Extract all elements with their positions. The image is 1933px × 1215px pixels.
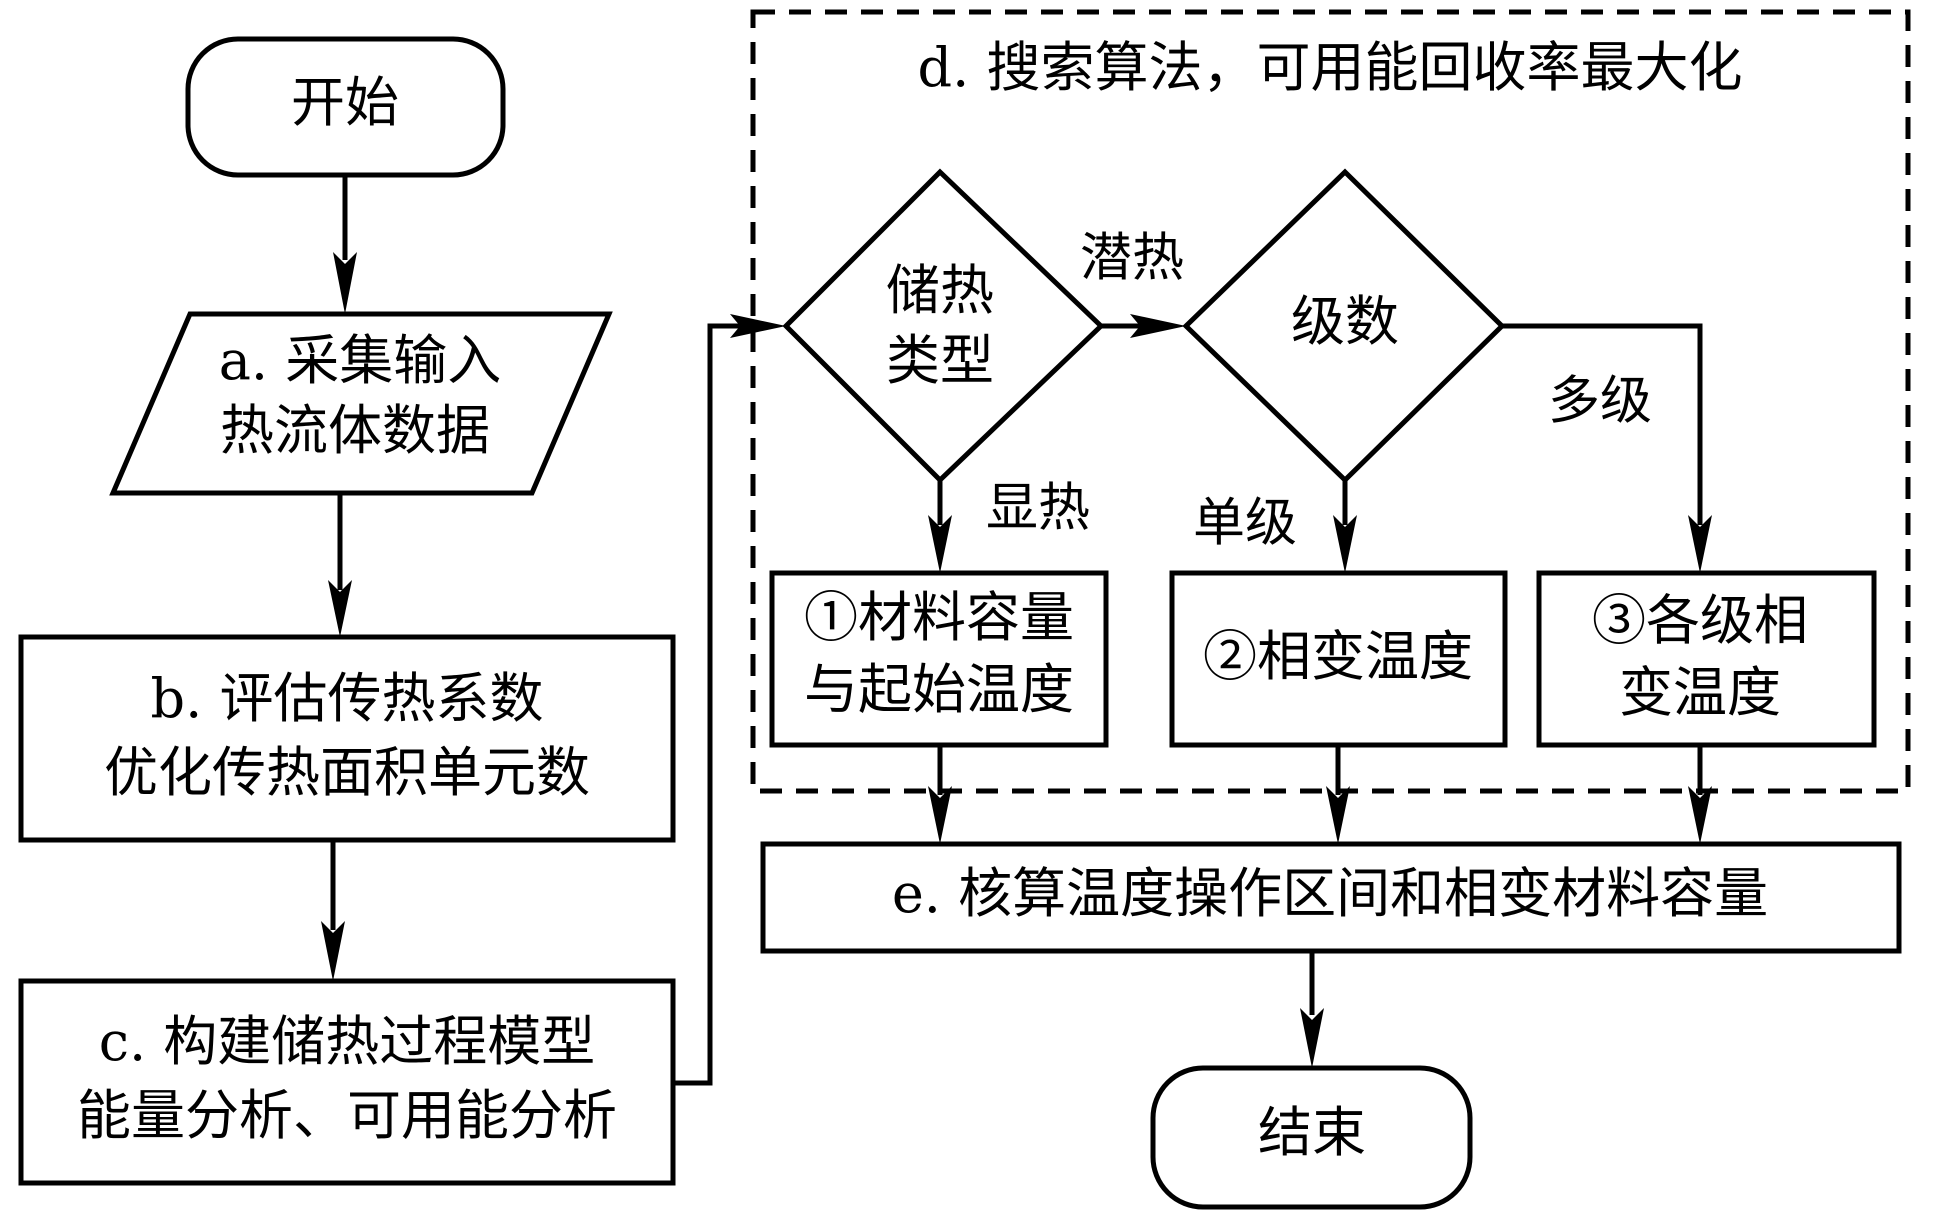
step-b-line1: b. 评估传热系数 <box>151 667 544 730</box>
decision-1-line2: 类型 <box>886 329 994 392</box>
step-a-line2: 热流体数据 <box>220 399 490 462</box>
decision-2-label: 级数 <box>1291 290 1399 353</box>
step-b-box <box>18 634 676 843</box>
option-3-line1: ③各级相 <box>1592 589 1808 652</box>
label-sensible: 显热 <box>986 479 1090 539</box>
arrow-b-to-c <box>321 840 345 981</box>
arrow-single <box>1333 480 1357 573</box>
arrow-option-1-to-e <box>928 745 952 844</box>
label-multi: 多级 <box>1548 372 1652 432</box>
step-a-line1: a. 采集输入 <box>219 329 502 392</box>
arrow-e-to-end <box>1300 951 1324 1068</box>
label-single: 单级 <box>1193 494 1297 554</box>
option-2-box <box>1169 570 1508 748</box>
arrow-option-3-to-e <box>1688 745 1712 844</box>
arrow-start-to-a <box>333 175 357 314</box>
end-terminal <box>1150 1065 1473 1210</box>
step-b-line2: 优化传热面积单元数 <box>104 741 590 804</box>
label-latent: 潜热 <box>1080 229 1184 289</box>
step-c-line1: c. 构建储热过程模型 <box>99 1010 596 1073</box>
step-c-box <box>18 978 676 1186</box>
option-1-line2: 与起始温度 <box>804 658 1074 721</box>
step-c-line2: 能量分析、可用能分析 <box>77 1084 617 1147</box>
arrow-a-to-b <box>328 493 352 637</box>
step-e-box <box>760 841 1902 954</box>
option-1-line1: ①材料容量 <box>804 586 1074 649</box>
arrow-multi <box>1502 323 1712 573</box>
arrow-c-to-decision-1 <box>673 314 786 1086</box>
option-3-line2: 变温度 <box>1619 661 1781 724</box>
search-algorithm-group <box>750 9 1911 794</box>
arrow-sensible <box>928 480 952 573</box>
option-1-box <box>769 570 1109 748</box>
step-d-title: d. 搜索算法，可用能回收率最大化 <box>918 36 1743 99</box>
arrow-option-2-to-e <box>1326 745 1350 844</box>
step-a-input <box>109 311 613 496</box>
start-label: 开始 <box>291 71 399 134</box>
end-label: 结束 <box>1258 1101 1366 1164</box>
decision-storage-type <box>782 168 1105 484</box>
decision-1-line1: 储热 <box>886 259 994 322</box>
arrow-latent <box>1101 314 1186 338</box>
step-e-label: e. 核算温度操作区间和相变材料容量 <box>892 862 1768 925</box>
option-2-label: ②相变温度 <box>1203 625 1473 688</box>
option-3-box <box>1536 570 1877 748</box>
